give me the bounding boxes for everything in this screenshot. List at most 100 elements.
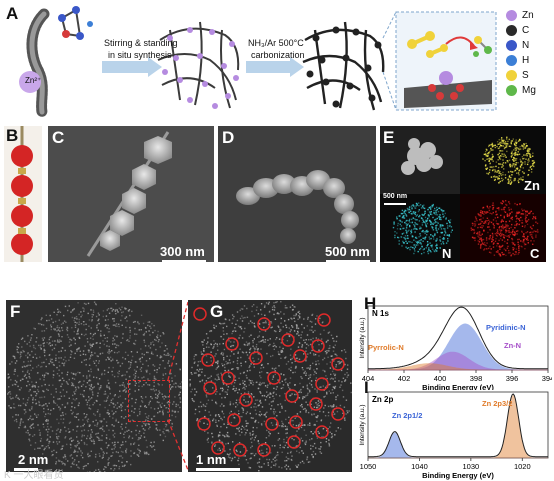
fit-envelope — [368, 393, 548, 458]
single-atom-marker — [211, 441, 225, 455]
scalebar-d — [326, 260, 370, 263]
panel-label-b: B — [6, 126, 19, 145]
peak-annotation: Zn 2p1/2 — [392, 411, 422, 420]
single-atom-marker — [233, 443, 247, 457]
scalebar-e — [384, 203, 406, 205]
single-atom-marker — [197, 417, 211, 431]
single-atom-marker — [315, 377, 329, 391]
step1-label-line2: in situ synthesis — [108, 50, 172, 60]
single-atom-marker — [201, 353, 215, 367]
panel-label-c: C — [52, 128, 65, 147]
schematic-a — [19, 6, 497, 118]
single-atom-marker — [315, 425, 329, 439]
single-atom-marker — [311, 339, 325, 353]
legend-swatch — [506, 40, 517, 51]
x-tick-label: 404 — [362, 374, 375, 383]
zn-ion-label: Zn²⁺ — [25, 76, 42, 85]
single-atom-marker — [249, 351, 263, 365]
scalebar-g — [196, 468, 240, 471]
chart-title: N 1s — [372, 309, 389, 318]
legend-item-c: C — [506, 25, 529, 36]
chart-title: Zn 2p — [372, 395, 393, 404]
panel-f-haadf-stem — [6, 300, 182, 472]
step2-label-line1: NH₃/Ar 500°C — [248, 38, 304, 48]
scalebar-g-label: 1 nm — [196, 452, 227, 467]
scalebar-f — [14, 468, 38, 471]
single-atom-marker — [225, 337, 239, 351]
x-axis-label: Binding Energy (eV) — [422, 471, 494, 480]
y-axis-label: Intensity (a.u.) — [359, 404, 366, 445]
panel-e-eds-haadf — [380, 126, 460, 194]
single-atom-marker — [317, 313, 331, 327]
single-atom-marker — [267, 371, 281, 385]
legend-label: Mg — [522, 85, 536, 96]
panel-label-d: D — [222, 128, 235, 147]
peak-annotation: Zn 2p3/2 — [482, 399, 512, 408]
panel-e-eds-c-map — [460, 194, 546, 262]
single-atom-marker — [287, 435, 301, 449]
x-tick-label: 400 — [434, 374, 447, 383]
single-atom-marker — [285, 389, 299, 403]
legend-label: H — [522, 55, 530, 66]
carbon-nodes — [306, 26, 382, 108]
eds-label-c: C — [530, 246, 540, 261]
panel-label-g: G — [210, 302, 224, 321]
peak-annotation: Zn-N — [504, 341, 521, 350]
x-tick-label: 394 — [542, 374, 552, 383]
scalebar-c-label: 300 nm — [160, 244, 205, 259]
peak-pyridinic-n — [368, 323, 548, 371]
x-tick-label: 398 — [470, 374, 483, 383]
sulfur-molecule-icon — [407, 31, 448, 58]
single-atom-marker — [239, 393, 253, 407]
x-tick-label: 402 — [398, 374, 411, 383]
scalebar-c — [162, 260, 206, 263]
single-atom-marker — [281, 333, 295, 347]
single-atom-marker — [221, 371, 235, 385]
product-molecule-icon — [473, 36, 492, 57]
x-tick-label: 1020 — [514, 462, 531, 471]
single-atom-marker — [293, 349, 307, 363]
single-atom-marker — [227, 413, 241, 427]
panel-label-e: E — [383, 128, 395, 147]
panel-c-sem-image — [48, 126, 214, 262]
legend-item-n: N — [506, 40, 529, 51]
legend-label: Zn — [522, 10, 534, 21]
eds-label-zn: Zn — [524, 178, 540, 193]
graphene-sheet — [404, 71, 492, 108]
panel-label-i: I — [364, 378, 369, 397]
panel-d-sem-image — [218, 126, 376, 262]
panel-label-f: F — [10, 302, 21, 321]
single-atom-marker — [331, 357, 345, 371]
scalebar-f-label: 2 nm — [18, 452, 49, 467]
single-atom-marker — [309, 397, 323, 411]
peak-zn-2p1-2 — [368, 432, 548, 459]
x-tick-label: 1040 — [411, 462, 428, 471]
fit-envelope — [368, 306, 548, 370]
panel-g-haadf-zoom — [188, 300, 352, 472]
legend-swatch — [506, 10, 517, 21]
single-atom-marker — [203, 381, 217, 395]
legend-swatch — [506, 85, 517, 96]
panel-b-model-photo — [4, 126, 42, 262]
peak-annotation: Pyridinic-N — [486, 323, 526, 332]
plot-frame — [367, 391, 549, 459]
legend-label: N — [522, 40, 530, 51]
step2-label-line2: carbonization — [251, 50, 305, 60]
panel-e-eds-zn-map — [460, 126, 546, 194]
panel-label-a: A — [6, 4, 19, 23]
legend-item-zn: Zn — [506, 10, 534, 21]
legend-label: S — [522, 70, 529, 81]
peak-zn-n — [368, 351, 548, 371]
x-axis-label: Binding Energy (eV) — [422, 383, 494, 390]
y-axis-label: Intensity (a.u.) — [359, 317, 366, 358]
panel-label-h: H — [364, 294, 377, 313]
zn-ion-icon — [19, 71, 41, 93]
single-atom-marker — [265, 417, 279, 431]
scalebar-d-label: 500 nm — [325, 244, 370, 259]
step1-label-line1: Stirring & standing — [104, 38, 178, 48]
single-atom-marker — [289, 415, 303, 429]
single-atom-marker — [257, 317, 271, 331]
legend-item-h: H — [506, 55, 529, 66]
legend-swatch — [506, 55, 517, 66]
